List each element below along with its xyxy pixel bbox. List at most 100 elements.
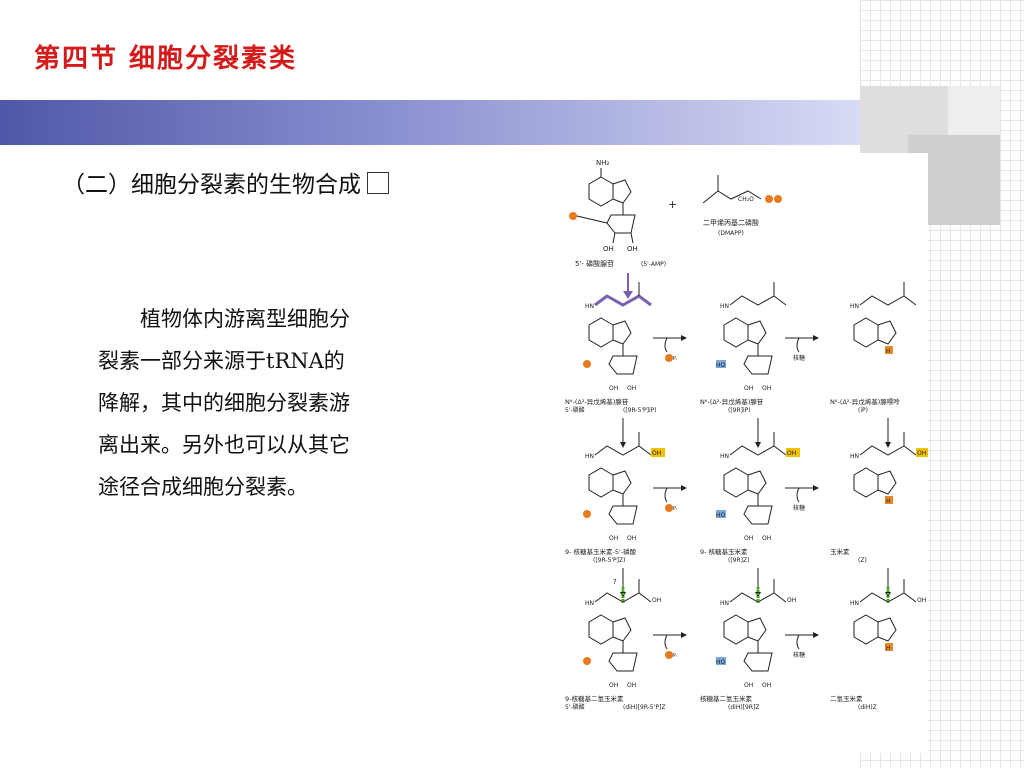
body-line: 植物体内游离型细胞分 — [140, 307, 350, 331]
h-label: H — [886, 348, 891, 355]
phosphate-icon — [583, 360, 591, 368]
ribose-ring — [743, 652, 773, 672]
oh-label: OH — [603, 245, 614, 253]
pi-label: Pᵢ — [673, 653, 677, 659]
phosphate-icon — [569, 212, 577, 220]
purine-ring — [853, 317, 879, 348]
arrowhead — [755, 442, 761, 448]
imidazole-ring — [877, 470, 897, 495]
oh-label: OH — [744, 682, 753, 689]
imidazole-ring — [612, 320, 632, 345]
compound-abbr-label: (iP) — [858, 407, 868, 414]
compound-name-label: 核糖基二氢玉米素 — [700, 694, 753, 703]
nh-label: HN — [585, 453, 594, 460]
compound-abbr-label: (Z) — [858, 557, 867, 564]
section-subtitle: （二）细胞分裂素的生物合成 — [62, 165, 389, 199]
compound-name-label: 玉米素 — [830, 547, 850, 556]
imidazole-ring — [612, 470, 632, 495]
h-highlight — [885, 346, 893, 354]
body-line: 途径合成细胞分裂素。 — [98, 475, 308, 499]
imidazole-ring — [747, 320, 767, 345]
purine-ring — [853, 467, 879, 498]
amp-abbr-label: (5'-AMP) — [641, 261, 666, 268]
phosphate-icon — [665, 504, 673, 512]
ribose-label: 核糖 — [793, 354, 805, 362]
compound-name-label: 9-核糖基二氢玉米素 — [565, 694, 624, 703]
compound-abbr-label: ([9R]Z) — [728, 557, 749, 564]
ho-highlight — [716, 360, 726, 368]
compound-name-label: 二氢玉米素 — [830, 694, 863, 703]
oh-label: OH — [609, 385, 618, 392]
dmapp-abbr-label: (DMAPP) — [718, 230, 744, 237]
phosphate-icon — [765, 195, 773, 203]
ho-label: HO — [716, 512, 726, 519]
dmapp-molecule: CH₂O 二甲烯丙基二磷酸 (DMAPP) — [702, 175, 782, 237]
compound-name-label: 9- 核糖基玉米素 — [700, 547, 748, 556]
ho-highlight — [716, 657, 726, 665]
side-chain — [859, 445, 917, 456]
arrowhead — [813, 335, 819, 341]
imidazole-ring — [747, 470, 767, 495]
arrowhead — [885, 442, 891, 448]
compound-name-label: N⁶-(Δ²-异戊烯基)腺嘌呤 — [830, 397, 900, 406]
arrowhead — [681, 485, 687, 491]
oh-label: OH — [609, 535, 618, 542]
compound-abbr-label: ([9R]iP) — [728, 407, 751, 414]
purine-ring — [723, 614, 749, 645]
oh-label: OH — [652, 597, 661, 604]
nh-label: HN — [585, 600, 594, 607]
subtitle-text: （二）细胞分裂素的生物合成 — [62, 172, 361, 198]
oh-label: OH — [609, 682, 618, 689]
arrowhead — [681, 335, 687, 341]
slide-title: 第四节 细胞分裂素类 — [34, 44, 298, 74]
compound-name-label: 9- 核糖基玉米素-5'-磷酸 — [565, 547, 637, 556]
compound-sub-label: 5'-磷酸 — [565, 406, 585, 414]
body-line: 离出来。另外也可以从其它 — [98, 433, 350, 457]
question-label: ? — [613, 578, 617, 586]
ribose-label: 核糖 — [793, 651, 805, 659]
nh-label: HN — [720, 303, 729, 310]
compound-abbr-label: (diH)[9R-5'P]Z — [623, 704, 665, 711]
arrowhead — [681, 632, 687, 638]
oh-label: OH — [762, 682, 771, 689]
ribose-ring — [608, 505, 638, 525]
ribose-ring — [608, 652, 638, 672]
oh-label: OH — [762, 535, 771, 542]
release-arrow — [664, 487, 668, 503]
ch2o-label: CH₂O — [738, 196, 754, 203]
ribose-ring — [608, 355, 638, 375]
imidazole-ring — [612, 617, 632, 642]
side-chain — [729, 295, 787, 306]
phosphate-icon — [583, 510, 591, 518]
dmapp-name-label: 二甲烯丙基二磷酸 — [703, 218, 759, 227]
oh-label: OH — [787, 450, 796, 457]
oh-label: OH — [627, 385, 636, 392]
purine-ring — [723, 317, 749, 348]
oh-label: OH — [744, 535, 753, 542]
release-arrow — [796, 337, 800, 353]
phosphate-icon — [774, 195, 782, 203]
oh-label: OH — [627, 535, 636, 542]
cytokinin-biosynthesis-diagram: NH₂ OH OH 5'- 磷酸腺苷 (5'-AMP) + CH₂O 二甲烯丙基… — [533, 153, 928, 753]
oh-label: OH — [917, 450, 926, 457]
oh-label: OH — [744, 385, 753, 392]
ho-highlight — [716, 510, 726, 518]
side-chain — [859, 295, 917, 306]
release-arrow — [796, 487, 800, 503]
body-line: 降解，其中的细胞分裂素游 — [98, 391, 350, 415]
ribose-label: 核糖 — [793, 504, 805, 512]
arrowhead — [813, 632, 819, 638]
side-chain — [729, 445, 787, 456]
release-arrow — [796, 634, 800, 650]
nh-label: HN — [850, 303, 859, 310]
plus-sign: + — [668, 198, 677, 211]
oh-highlight — [916, 448, 928, 457]
release-arrow — [664, 634, 668, 650]
decorative-square — [948, 86, 1000, 136]
purine-ring — [588, 467, 614, 498]
oh-highlight — [786, 448, 800, 457]
oh-label: OH — [917, 597, 926, 604]
ribose-ring — [743, 355, 773, 375]
imidazole-ring — [747, 617, 767, 642]
oh-label: OH — [627, 682, 636, 689]
